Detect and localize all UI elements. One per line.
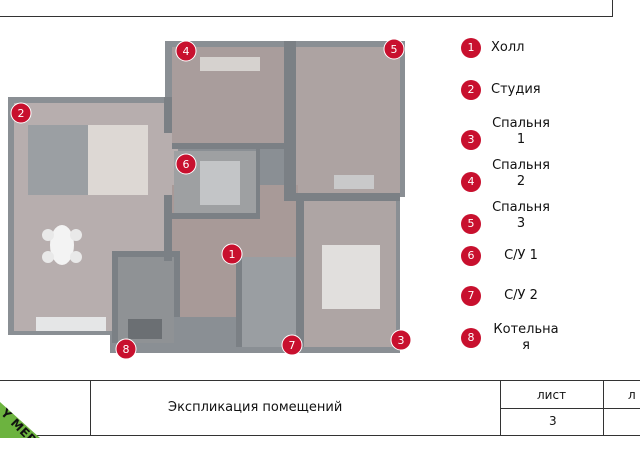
legend-badge: 4 (461, 172, 481, 192)
legend-badge: 3 (461, 130, 481, 150)
marker-4[interactable]: 4 (175, 40, 197, 62)
plan-markers: 1 2 3 4 5 6 7 (10, 38, 412, 360)
marker-5-label: 5 (391, 43, 398, 56)
legend-label: Спальня 1 (492, 116, 550, 147)
sheet-header-cut: л (628, 388, 636, 402)
marker-7-label: 7 (289, 339, 296, 352)
marker-1-label: 1 (229, 248, 236, 261)
marker-6[interactable]: 6 (175, 153, 197, 175)
furniture (28, 57, 380, 339)
legend-label: Спальня 2 (492, 158, 550, 189)
legend-label: Холл (491, 40, 525, 55)
marker-7[interactable]: 7 (281, 334, 303, 356)
top-rule (0, 16, 612, 17)
bath-fixture (200, 161, 240, 205)
floor-plan: 1 2 3 4 5 6 7 (0, 35, 420, 365)
title-block-bottom-border (0, 435, 640, 436)
marker-4-label: 4 (183, 45, 190, 58)
legend-label: С/У 1 (504, 248, 538, 263)
right-rule (612, 0, 613, 17)
marker-2[interactable]: 2 (10, 102, 32, 124)
drawing-title: Экспликация помещений (168, 400, 343, 415)
marker-2-label: 2 (18, 107, 25, 120)
marker-6-label: 6 (183, 158, 190, 171)
wardrobe-bedroom3 (334, 175, 374, 189)
title-block-mid-line (500, 408, 640, 409)
legend-badge: 6 (461, 246, 481, 266)
legend-label: Котельная (493, 322, 559, 353)
marker-1[interactable]: 1 (221, 243, 243, 265)
floor-plan-drawing: 1 2 3 4 5 6 7 (0, 35, 420, 365)
legend-badge: 5 (461, 214, 481, 234)
marker-8-label: 8 (123, 343, 130, 356)
kitchen-counter (36, 317, 106, 331)
bath2-floor (240, 257, 296, 347)
bedroom3-floor (296, 47, 400, 193)
title-block: Экспликация помещений лист 3 л (0, 380, 640, 436)
inner-walls (112, 41, 400, 347)
marker-3-label: 3 (398, 334, 405, 347)
title-block-top-border (0, 380, 640, 381)
room-legend: 1 Холл 2 Студия 3 Спальня 1 4 Спальня 2 … (455, 36, 635, 366)
desk-bedroom2 (200, 57, 260, 71)
legend-label: С/У 2 (504, 288, 538, 303)
title-block-divider-1 (90, 380, 91, 436)
legend-label: Спальня 3 (492, 200, 550, 231)
legend-badge: 1 (461, 38, 481, 58)
marker-8[interactable]: 8 (115, 338, 137, 360)
dining-table (50, 225, 74, 265)
legend-badge: 2 (461, 80, 481, 100)
sheet-number: 3 (549, 414, 557, 428)
bed-1 (322, 245, 380, 309)
leroy-merlin-logo: Y MERLIN (0, 382, 80, 438)
legend-badge: 8 (461, 328, 481, 348)
rug (88, 125, 148, 195)
sofa (28, 125, 98, 195)
marker-5[interactable]: 5 (383, 38, 405, 60)
marker-3[interactable]: 3 (390, 329, 412, 351)
boiler (128, 319, 162, 339)
logo-triangle (0, 402, 40, 438)
legend-badge: 7 (461, 286, 481, 306)
sheet-header: лист (537, 388, 567, 402)
legend-label: Студия (491, 82, 541, 97)
